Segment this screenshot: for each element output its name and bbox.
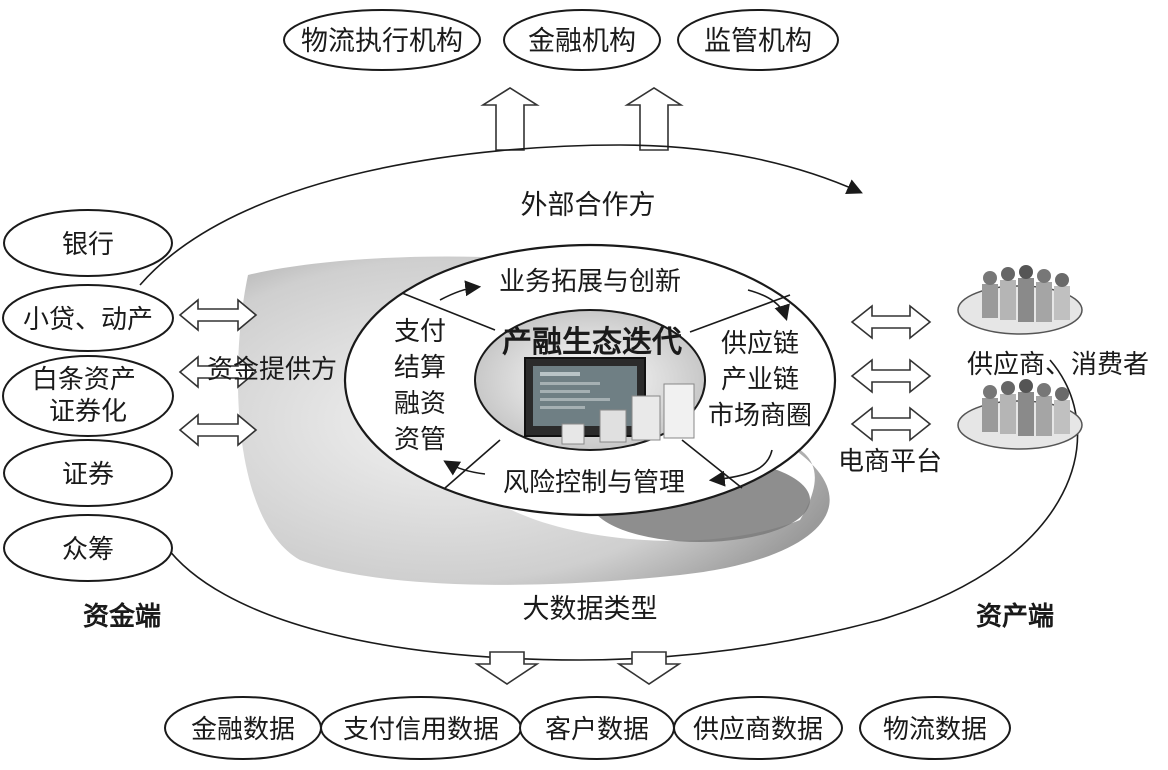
quadrant-left-line-2: 结算 [394, 353, 446, 383]
funding-double-arrow-1 [178, 298, 258, 332]
asset-platform-label: 电商平台 [838, 447, 942, 477]
quadrant-top-label: 业务拓展与创新 [499, 267, 681, 297]
funding-abs-oval [2, 355, 174, 437]
funding-side: 银行 小贷、动产 白条资产 证券化 证券 众筹 资金提供方 资金端 [2, 209, 337, 632]
core-ring: 产融生态迭代 业务拓展与创新 支付 结算 融资 资管 供应链 产业链 市场商圈 … [343, 243, 837, 517]
divider-upper-left [401, 292, 496, 331]
quadrant-bottom-arrow-right [708, 449, 773, 487]
outer-ellipse-right [164, 359, 1079, 661]
data-customer-label: 客户数据 [545, 715, 649, 745]
outer-bottom-label: 大数据类型 [523, 594, 658, 625]
institution-regulator-label: 监管机构 [704, 26, 812, 57]
up-arrow-right [624, 87, 684, 151]
funding-double-arrow-2 [178, 355, 258, 389]
bar-blocks-icon [561, 383, 695, 445]
data-logistics-label: 物流数据 [883, 715, 987, 745]
institution-regulator-oval [677, 9, 839, 71]
quadrant-right-line-3: 市场商圈 [708, 401, 812, 431]
data-supplier-label: 供应商数据 [693, 715, 823, 745]
funding-provider-label: 资金提供方 [207, 355, 337, 385]
data-logistics-oval [859, 696, 1011, 760]
funding-bank-label: 银行 [62, 230, 114, 260]
asset-double-arrow-2 [850, 358, 932, 394]
funding-abs-line-2: 证券化 [49, 397, 127, 427]
outer-ellipse [139, 144, 863, 286]
divider-lower-left [444, 439, 501, 489]
funding-crowdfunding-oval [3, 514, 173, 582]
divider-lower-right [681, 439, 743, 489]
funding-bank-oval [3, 209, 173, 277]
quadrant-bottom-arrow-left [443, 460, 486, 476]
people-group-top-icon [957, 265, 1083, 335]
quadrant-bottom-label: 风险控制与管理 [503, 468, 685, 498]
funding-abs-line-1: 白条资产 [32, 365, 136, 395]
data-payment-credit-label: 支付信用数据 [343, 715, 499, 745]
data-types: 金融数据 支付信用数据 客户数据 供应商数据 物流数据 [164, 696, 1011, 760]
core-center-title: 产融生态迭代 [502, 325, 682, 360]
asset-side: 电商平台 供应商、消费者 [838, 265, 1149, 632]
top-institutions: 物流执行机构 金融机构 监管机构 [283, 9, 839, 71]
institution-logistics-label: 物流执行机构 [301, 26, 463, 57]
funding-loan-label: 小贷、动产 [23, 305, 153, 335]
data-finance-label: 金融数据 [191, 715, 295, 745]
up-arrow-left [480, 87, 540, 151]
quadrant-right-line-2: 产业链 [721, 365, 799, 395]
quadrant-left-line-1: 支付 [394, 317, 446, 347]
quadrant-top-arrow-left [439, 280, 482, 301]
outer-top-label: 外部合作方 [521, 190, 656, 221]
people-group-bottom-icon [957, 379, 1083, 450]
data-supplier-oval [673, 696, 843, 760]
dashboard-monitor-icon [524, 357, 646, 437]
quadrant-left-line-3: 融资 [394, 389, 446, 419]
funding-side-label: 资金端 [83, 601, 161, 632]
funding-loan-oval [2, 284, 174, 352]
asset-double-arrow-3 [850, 406, 932, 442]
institution-logistics-oval [283, 9, 481, 71]
funding-double-arrow-3 [178, 413, 258, 447]
institution-finance-label: 金融机构 [528, 26, 636, 57]
funding-securities-label: 证券 [62, 460, 114, 490]
funding-abs-label: 白条资产 证券化 [32, 365, 144, 427]
down-arrow-left [474, 651, 540, 685]
asset-side-label: 资产端 [976, 602, 1054, 632]
asset-double-arrow-1 [850, 304, 932, 340]
funding-securities-oval [3, 439, 173, 507]
asset-participants-label: 供应商、消费者 [967, 350, 1149, 380]
down-arrow-right [616, 651, 682, 685]
funding-crowdfunding-label: 众筹 [62, 535, 114, 565]
quadrant-left-line-4: 资管 [394, 425, 446, 455]
institution-finance-oval [503, 9, 661, 71]
quadrant-right-line-1: 供应链 [721, 329, 799, 359]
quadrant-top-arrow-right [747, 289, 790, 322]
